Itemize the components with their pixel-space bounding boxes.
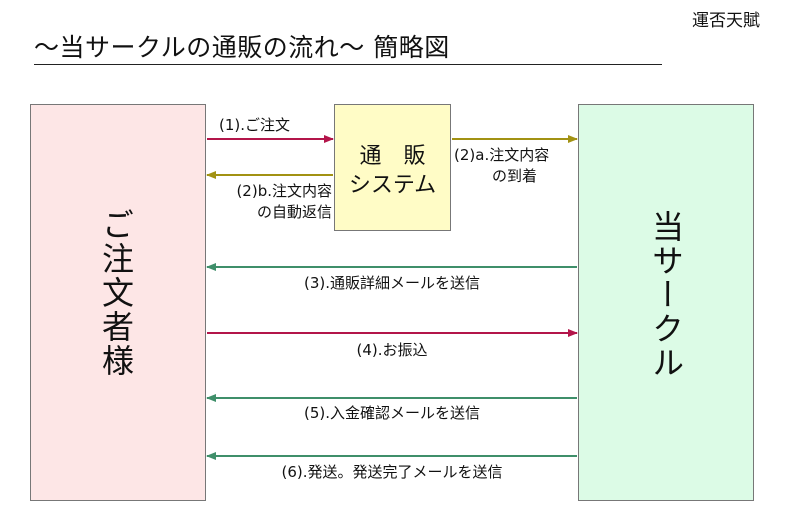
label-ship-mail: (6).発送。発送完了メールを送信 xyxy=(281,463,503,481)
circle-box xyxy=(578,104,754,501)
title-underline xyxy=(34,64,662,65)
label-arrival-line1: (2)a.注文内容 xyxy=(454,146,550,164)
label-payment: (4).お振込 xyxy=(356,341,428,359)
label-details-mail: (3).通販詳細メールを送信 xyxy=(303,274,481,292)
label-confirm-mail: (5).入金確認メールを送信 xyxy=(303,404,481,422)
brand-name: 運否天賦 xyxy=(692,11,760,31)
system-label-line1: 通 販 xyxy=(359,144,426,169)
system-label-line2: システム xyxy=(348,173,437,198)
label-auto-reply-line2: の自動返信 xyxy=(256,203,332,221)
mail-order-system-box xyxy=(334,104,451,231)
label-arrival-line2: の到着 xyxy=(491,167,537,185)
circle-label: 当サークル xyxy=(647,210,685,380)
label-auto-reply-line1: (2)b.注文内容 xyxy=(236,182,332,200)
page-title: 〜当サークルの通販の流れ〜 簡略図 xyxy=(34,33,450,62)
label-order: (1).ご注文 xyxy=(219,116,291,134)
customer-box xyxy=(30,104,206,501)
customer-label: ご注文者様 xyxy=(97,208,135,378)
